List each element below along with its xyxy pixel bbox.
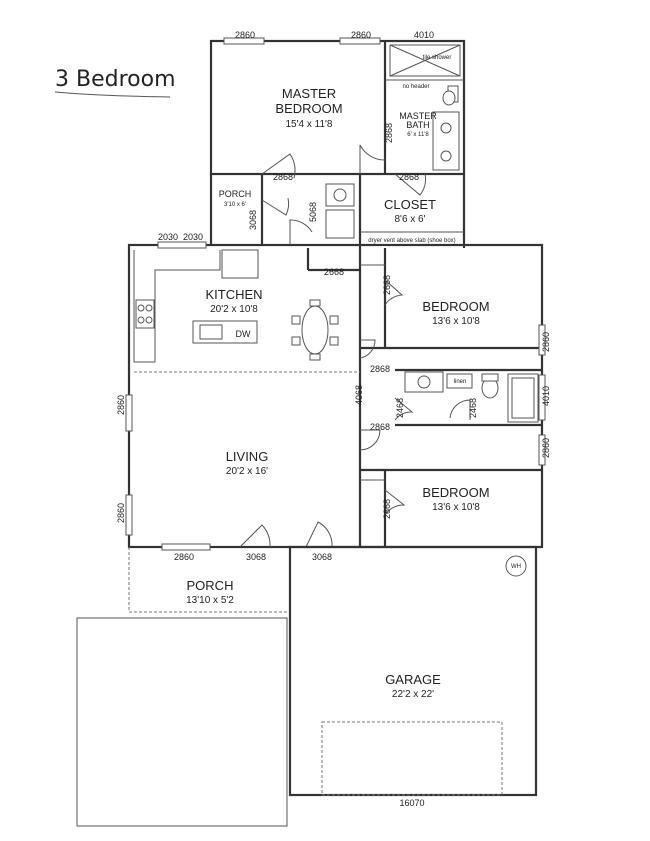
kitchen-island: DW [192,320,258,344]
dim-top-left: 2860 [235,30,255,40]
kitchen-size: 20'2 x 10'8 [210,304,258,315]
front-porch [128,547,290,613]
dim-laundry-door: 5068 [308,202,318,222]
porch-small-label: PORCH [219,189,252,199]
dim-bath2-door-b: 2468 [468,398,478,418]
dim-top-right: 4010 [414,30,434,40]
master-bath-size: 6' x 11'8 [407,132,429,138]
dim-porch-door: 3068 [248,210,258,230]
laundry-appliances [325,183,355,239]
master-bath-toilet [442,85,459,106]
title-underline [54,91,171,98]
dim-mb-door: 2868 [273,172,293,182]
driveway [76,617,288,827]
closet-walls [360,264,385,481]
front-porch-label: PORCH [187,578,234,593]
dim-front-window: 2860 [174,552,194,562]
water-heater-label: WH [511,564,521,570]
dining-table [291,299,339,361]
dim-bath2-door-a: 2468 [395,398,405,418]
no-header-note: no header [402,84,429,90]
closet-size: 8'6 x 6' [394,214,425,225]
door-swings [239,144,471,548]
dim-garage-door: 3068 [312,552,332,562]
master-bath-sinks [432,111,460,171]
shower-label: tile shower [423,55,452,61]
dim-kitchen-window-a: 2030 [158,232,178,242]
dim-bath-door: 2868 [384,123,394,143]
master-bedroom-size: 15'4 x 11'8 [285,119,332,130]
closet-label: CLOSET [384,197,436,212]
front-porch-size: 13'10 x 5'2 [186,595,234,606]
bedroom2-label: BEDROOM [422,485,489,500]
garage-label: GARAGE [385,672,441,687]
hall-bath-fixtures [404,371,539,423]
shower: tile shower [389,44,461,77]
kitchen-label: KITCHEN [205,287,262,302]
living-label: LIVING [226,449,269,464]
dim-kitchen-window-b: 2030 [183,232,203,242]
plan-title: 3 Bedroom [55,67,176,92]
dryer-vent-note: dryer vent above slab (shoe box) [368,238,455,244]
dishwasher-label: DW [236,329,251,339]
dim-living-window-upper: 2860 [116,395,126,415]
dim-bed1-window: 2860 [541,332,551,352]
dim-front-door: 3068 [246,552,266,562]
dim-bed2-hall-door: 2868 [370,422,390,432]
kitchen-counters [133,249,259,363]
dim-top-mid: 2860 [351,30,371,40]
dim-hall-door: 2868 [370,364,390,374]
garage-walls: WH [288,545,538,797]
dim-bed2-closet: 2668 [382,499,392,519]
dim-pantry-door: 2668 [324,267,344,277]
master-suite-walls [209,39,466,176]
bedroom1-label: BEDROOM [422,299,489,314]
porch-small-size: 3'10 x 6' [224,202,246,208]
dim-bath2-window: 4010 [541,386,551,406]
master-bath-label-1: MASTER [399,111,437,121]
dim-bed2-window: 2860 [541,438,551,458]
dim-garage-overhead: 16070 [399,798,424,808]
dim-closet-door: 2868 [399,172,419,182]
dim-bed1-door: 2668 [382,275,392,295]
master-bedroom-label-2: BEDROOM [275,101,342,116]
bedroom1-size: 13'6 x 10'8 [432,316,480,327]
master-bedroom-label-1: MASTER [282,86,336,101]
windows [125,37,546,551]
linen-label: linen [454,379,467,385]
bedroom2-size: 13'6 x 10'8 [432,502,480,513]
garage-size: 22'2 x 22' [392,689,434,700]
main-house-walls [127,243,544,549]
master-bath-label-2: BATH [406,120,429,130]
dim-hall-living: 4068 [354,385,364,405]
middle-row-walls [209,174,466,248]
living-size: 20'2 x 16' [226,466,268,477]
dim-living-window-lower: 2860 [116,503,126,523]
